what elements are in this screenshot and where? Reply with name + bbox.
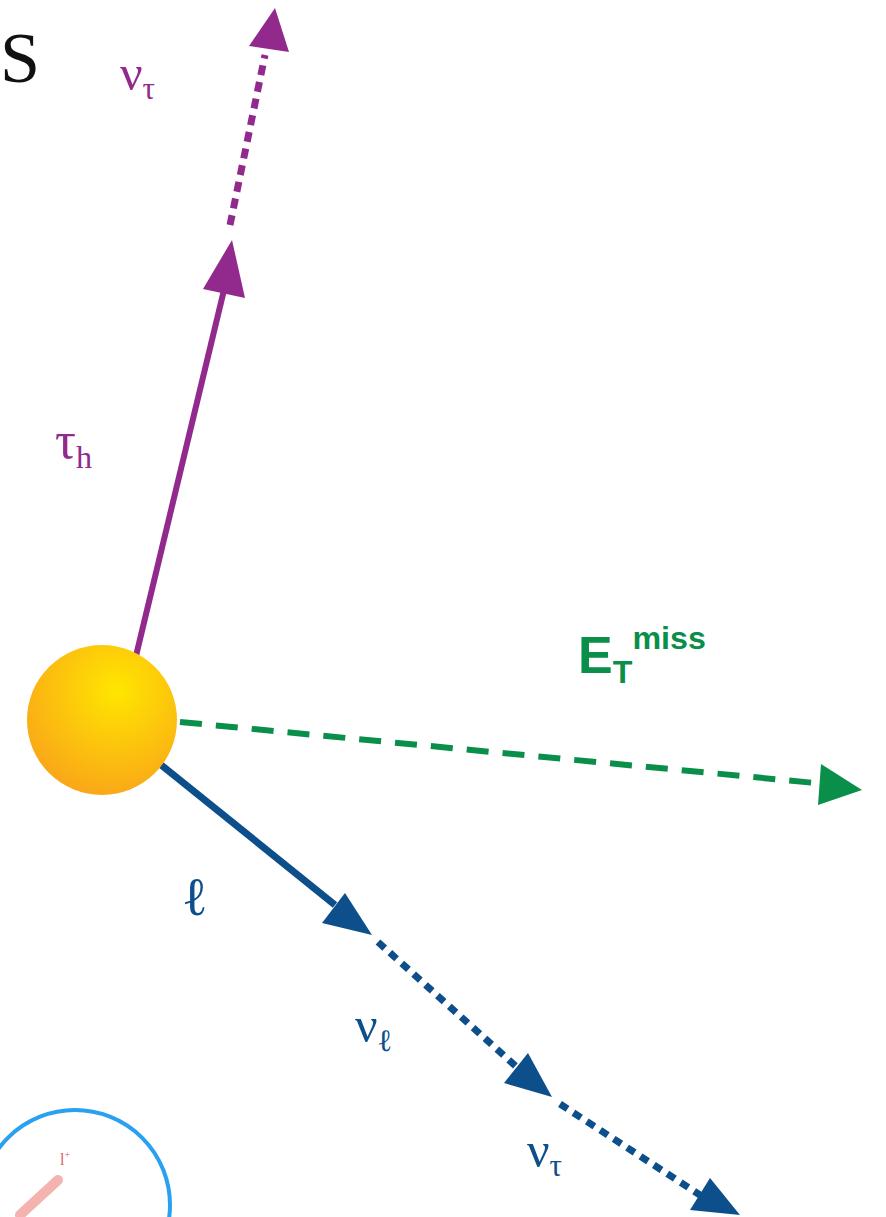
particle-label: τh xyxy=(55,415,92,473)
particle-label: νℓ xyxy=(355,1000,392,1056)
tau-track xyxy=(135,290,224,660)
neutrino-track xyxy=(560,1104,700,1195)
met-label: ETmiss xyxy=(578,622,706,688)
met-line xyxy=(180,722,815,783)
arrow-head xyxy=(249,8,289,52)
particle-label: ℓ xyxy=(182,870,208,924)
inset-track xyxy=(20,1180,58,1215)
neutrino-track xyxy=(230,55,265,225)
inset-circle xyxy=(0,1110,170,1217)
title-fragment: S xyxy=(0,22,40,94)
inset-label: l+ xyxy=(60,1150,70,1168)
particle-label: ντ xyxy=(120,48,155,104)
interaction-vertex xyxy=(27,645,177,795)
arrow-head xyxy=(322,893,372,935)
arrow-head xyxy=(818,764,862,805)
arrow-head xyxy=(690,1178,740,1215)
particle-label: ντ xyxy=(527,1125,562,1181)
neutrino-track xyxy=(378,942,520,1070)
arrow-head xyxy=(203,240,245,298)
arrow-head xyxy=(504,1053,552,1097)
